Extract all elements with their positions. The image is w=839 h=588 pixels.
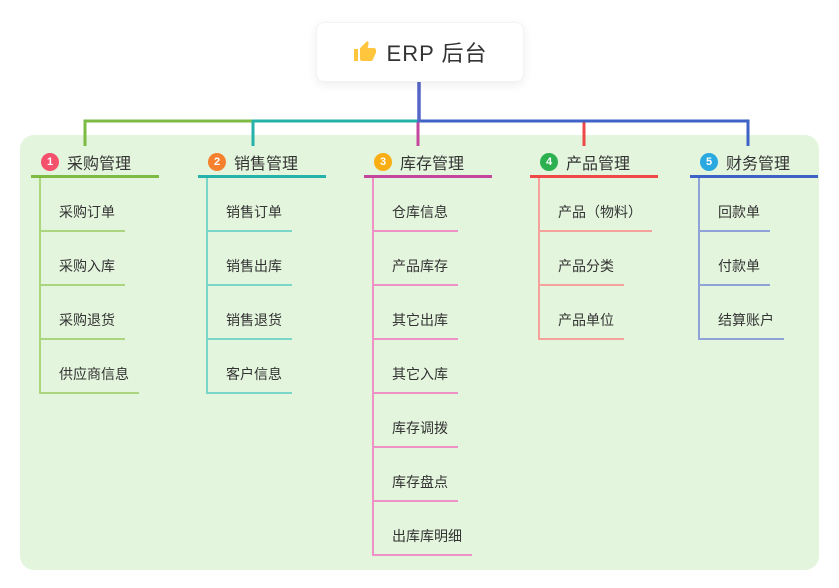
child-node[interactable]: 库存调拨 xyxy=(372,394,458,448)
child-label: 库存调拨 xyxy=(392,420,448,436)
branch-label: 财务管理 xyxy=(726,155,791,173)
child-label: 产品库存 xyxy=(392,258,448,274)
child-label: 销售出库 xyxy=(226,258,282,274)
child-label: 采购入库 xyxy=(59,258,115,274)
child-node[interactable]: 产品库存 xyxy=(372,232,458,286)
child-label: 库存盘点 xyxy=(392,474,448,490)
child-node[interactable]: 产品分类 xyxy=(538,232,624,286)
child-label: 产品（物料） xyxy=(558,204,642,220)
child-node[interactable]: 其它入库 xyxy=(372,340,458,394)
child-node[interactable]: 采购入库 xyxy=(39,232,125,286)
child-label: 付款单 xyxy=(718,258,760,274)
child-node[interactable]: 销售出库 xyxy=(206,232,292,286)
child-label: 结算账户 xyxy=(718,312,774,328)
branch-children: 仓库信息 产品库存 其它出库 其它入库 库存调拨 库存盘点 出库库明细 xyxy=(364,178,472,556)
child-label: 其它入库 xyxy=(392,366,448,382)
child-label: 其它出库 xyxy=(392,312,448,328)
branch-label: 销售管理 xyxy=(234,155,299,173)
child-node[interactable]: 供应商信息 xyxy=(39,340,139,394)
child-node[interactable]: 仓库信息 xyxy=(372,178,458,232)
child-node[interactable]: 销售退货 xyxy=(206,286,292,340)
child-node[interactable]: 采购退货 xyxy=(39,286,125,340)
branch-number-badge: 4 xyxy=(540,152,558,171)
branch-title-node[interactable]: 2 销售管理 xyxy=(198,148,326,178)
child-label: 采购退货 xyxy=(59,312,115,328)
child-node[interactable]: 其它出库 xyxy=(372,286,458,340)
branch-title-node[interactable]: 1 采购管理 xyxy=(31,148,159,178)
child-label: 采购订单 xyxy=(59,204,115,220)
child-node[interactable]: 回款单 xyxy=(698,178,770,232)
branch-children: 销售订单 销售出库 销售退货 客户信息 xyxy=(198,178,292,394)
branch-children: 采购订单 采购入库 采购退货 供应商信息 xyxy=(31,178,139,394)
root-label: ERP 后台 xyxy=(386,41,488,66)
child-label: 供应商信息 xyxy=(59,366,129,382)
child-label: 仓库信息 xyxy=(392,204,448,220)
child-label: 回款单 xyxy=(718,204,760,220)
branch-title-node[interactable]: 5 财务管理 xyxy=(690,148,818,178)
branch-number-badge: 5 xyxy=(700,152,718,171)
child-node[interactable]: 结算账户 xyxy=(698,286,784,340)
branch-number-badge: 3 xyxy=(374,152,392,171)
branch-number-badge: 2 xyxy=(208,152,226,171)
root-node[interactable]: ERP 后台 xyxy=(316,22,524,82)
child-node[interactable]: 出库库明细 xyxy=(372,502,472,556)
child-node[interactable]: 付款单 xyxy=(698,232,770,286)
branch-label: 库存管理 xyxy=(400,155,465,173)
child-node[interactable]: 客户信息 xyxy=(206,340,292,394)
branch-label: 产品管理 xyxy=(566,155,631,173)
branch-title-node[interactable]: 3 库存管理 xyxy=(364,148,492,178)
child-label: 产品分类 xyxy=(558,258,614,274)
branch-children: 产品（物料） 产品分类 产品单位 xyxy=(530,178,652,340)
child-node[interactable]: 库存盘点 xyxy=(372,448,458,502)
child-label: 销售退货 xyxy=(226,312,282,328)
child-node[interactable]: 产品单位 xyxy=(538,286,624,340)
branch-label: 采购管理 xyxy=(67,155,132,173)
branch-number-badge: 1 xyxy=(41,152,59,171)
child-node[interactable]: 产品（物料） xyxy=(538,178,652,232)
child-label: 客户信息 xyxy=(226,366,282,382)
child-label: 产品单位 xyxy=(558,312,614,328)
child-label: 出库库明细 xyxy=(392,528,462,544)
branch-title-node[interactable]: 4 产品管理 xyxy=(530,148,658,178)
child-node[interactable]: 销售订单 xyxy=(206,178,292,232)
branch-children: 回款单 付款单 结算账户 xyxy=(690,178,784,340)
branches-background-panel xyxy=(20,135,819,570)
child-node[interactable]: 采购订单 xyxy=(39,178,125,232)
child-label: 销售订单 xyxy=(226,204,282,220)
thumbs-up-icon xyxy=(353,41,376,61)
